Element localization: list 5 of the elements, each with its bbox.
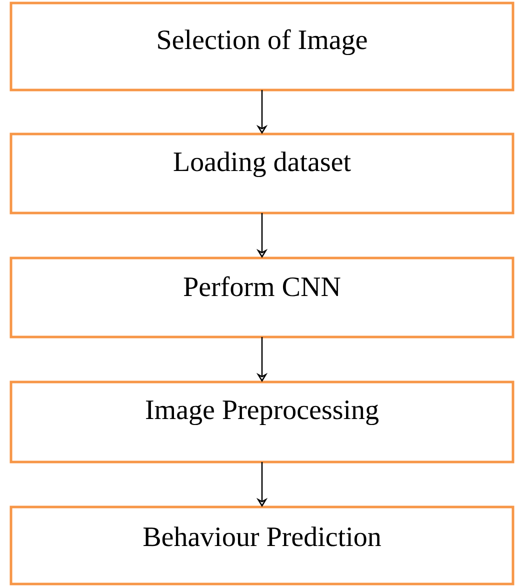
process-box: Selection of Image bbox=[10, 2, 514, 92]
process-box: Perform CNN bbox=[10, 256, 514, 338]
process-box: Image Preprocessing bbox=[10, 380, 514, 464]
process-box: Loading dataset bbox=[10, 132, 514, 214]
process-box: Behaviour Prediction bbox=[10, 506, 514, 586]
